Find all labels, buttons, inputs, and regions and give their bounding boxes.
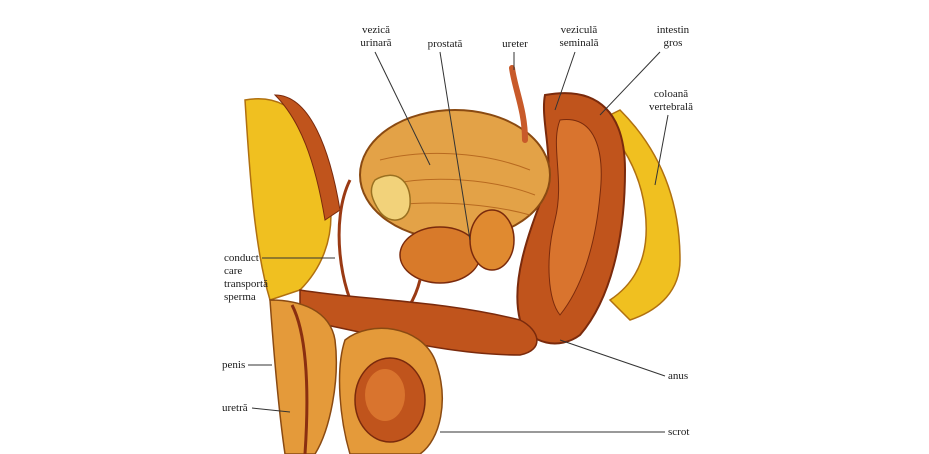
label-intestin-gros: intestin gros [650, 24, 696, 50]
label-vezica-urinara-line1: vezică [361, 24, 391, 36]
label-coloana-vertebrala: coloană vertebrală [640, 88, 702, 114]
label-coloana-vertebrala-line1: coloană [653, 88, 689, 100]
label-ureter-text: ureter [502, 38, 528, 50]
label-prostata-text: prostată [427, 38, 463, 50]
label-conduct-line1: conduct [224, 252, 259, 264]
label-vezica-urinara-line2: urinară [360, 37, 392, 49]
label-intestin-gros-line1: intestin [656, 24, 690, 36]
vertebral-column [598, 109, 681, 321]
label-conduct-line3: transportă [224, 278, 268, 290]
seminal-vesicle-shape [469, 209, 515, 271]
pubic-bone [370, 174, 411, 221]
label-vezicula-seminala-line1: veziculă [560, 24, 598, 36]
label-penis: penis [222, 359, 262, 372]
label-ureter: ureter [495, 38, 535, 51]
label-vezicula-seminala: veziculă seminală [553, 24, 605, 50]
ureter-shape [509, 65, 528, 143]
prostate-shape [399, 226, 481, 284]
large-intestine-inner [548, 119, 602, 316]
leader-lines [248, 51, 669, 433]
label-uretra: uretră [222, 402, 262, 415]
label-intestin-gros-line2: gros [663, 37, 683, 49]
label-scrot-text: scrot [668, 426, 690, 438]
label-anus-text: anus [668, 370, 689, 382]
label-penis-text: penis [222, 359, 246, 371]
urethra-shape [290, 304, 309, 454]
label-conduct-line4: sperma [224, 291, 256, 303]
penis-shape [269, 299, 338, 454]
label-anus: anus [668, 370, 708, 383]
label-vezicula-seminala-line2: seminală [559, 37, 599, 49]
label-conduct: conduct care transportă sperma [224, 252, 284, 304]
label-vezica-urinara: vezică urinară [353, 24, 399, 50]
label-conduct-line2: care [224, 265, 243, 277]
label-prostata: prostată [420, 38, 470, 51]
label-scrot: scrot [668, 426, 708, 439]
label-coloana-vertebrala-line2: vertebrală [649, 101, 693, 113]
label-uretra-text: uretră [222, 402, 248, 414]
